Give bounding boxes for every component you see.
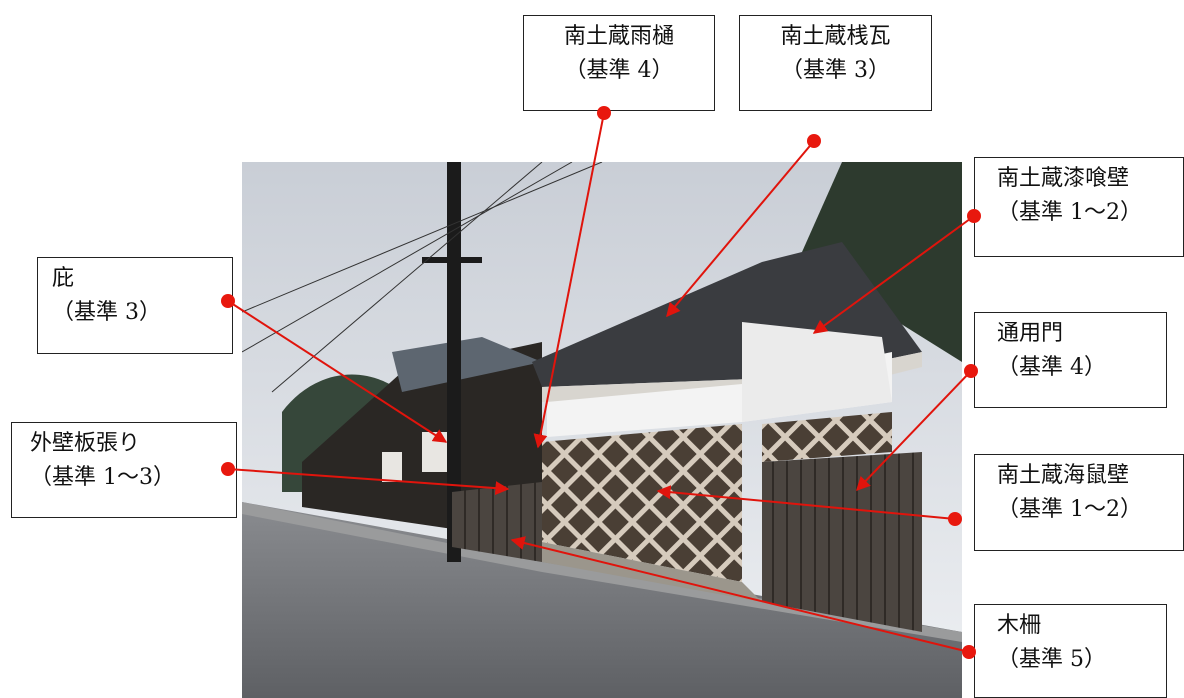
label-amadoi: 南土蔵雨樋 （基準 4） — [523, 15, 715, 111]
label-namako-criterion: （基準 1～2） — [997, 497, 1142, 522]
storehouse-photo — [242, 162, 962, 698]
label-shikkui: 南土蔵漆喰壁 （基準 1～2） — [974, 157, 1184, 257]
label-gaiheki: 外壁板張り （基準 1～3） — [11, 422, 237, 518]
label-gaiheki-title: 外壁板張り — [30, 431, 141, 456]
label-sangawara: 南土蔵桟瓦 （基準 3） — [739, 15, 932, 111]
label-gaiheki-criterion: （基準 1～3） — [30, 465, 175, 490]
label-hisashi-title: 庇 — [52, 266, 75, 291]
label-tsuyomon-title: 通用門 — [997, 321, 1064, 346]
label-tsuyomon-criterion: （基準 4） — [997, 355, 1106, 380]
label-namako: 南土蔵海鼠壁 （基準 1～2） — [974, 454, 1184, 551]
label-sangawara-criterion: （基準 3） — [781, 58, 890, 83]
label-kisaku-criterion: （基準 5） — [997, 647, 1106, 672]
label-hisashi-criterion: （基準 3） — [52, 300, 161, 325]
label-amadoi-criterion: （基準 4） — [564, 58, 674, 83]
label-hisashi: 庇 （基準 3） — [37, 257, 233, 354]
label-namako-title: 南土蔵海鼠壁 — [997, 463, 1130, 488]
label-kisaku-title: 木柵 — [997, 613, 1042, 638]
label-amadoi-title: 南土蔵雨樋 — [563, 24, 674, 49]
label-tsuyomon: 通用門 （基準 4） — [974, 312, 1167, 408]
label-shikkui-criterion: （基準 1～2） — [997, 200, 1142, 225]
label-sangawara-title: 南土蔵桟瓦 — [780, 24, 891, 49]
label-kisaku: 木柵 （基準 5） — [974, 604, 1167, 698]
label-shikkui-title: 南土蔵漆喰壁 — [997, 166, 1130, 191]
